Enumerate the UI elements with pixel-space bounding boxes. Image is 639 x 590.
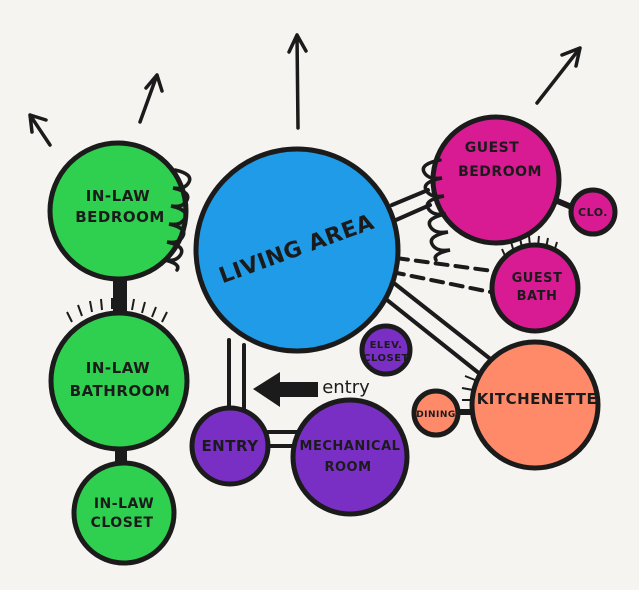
- hatch-guest-bath: [501, 235, 558, 259]
- dining-bubble: [411, 388, 461, 438]
- dining-label: DINING: [416, 410, 456, 420]
- hatch-kitchenette: [461, 375, 476, 413]
- elev-closet-label-2: CLOSET: [363, 353, 409, 364]
- coils: [164, 158, 451, 272]
- inlaw-bedroom-bubble: [47, 140, 189, 282]
- guest-bath-label-2: BATH: [517, 289, 558, 304]
- mechanical-room-label-1: MECHANICAL: [300, 439, 401, 454]
- closet-small-label: CLO.: [578, 206, 608, 219]
- kitchenette-bubble: [469, 339, 601, 471]
- entry-arrow-label: entry: [322, 377, 370, 398]
- bubbles: [47, 114, 618, 566]
- link-living-guestbed-b: [394, 203, 432, 222]
- arrow-upright: [535, 46, 582, 105]
- link-living-kitchen-a: [388, 278, 500, 367]
- living-area-bubble: [193, 146, 401, 354]
- link-living-guestbath-a: [394, 256, 502, 274]
- guest-bedroom-bubble: [430, 114, 562, 246]
- entry-arrow-shape: [253, 372, 318, 407]
- inlaw-closet-label-1: IN-LAW: [94, 496, 154, 512]
- link-living-guestbath-b: [390, 270, 502, 296]
- kitchenette-label: KITCHENETTE: [477, 390, 598, 408]
- arrow-upleft: [28, 113, 52, 147]
- entry-label: ENTRY: [201, 437, 259, 455]
- inlaw-bathroom-label-2: BATHROOM: [70, 382, 171, 400]
- guest-bath-label-1: GUEST: [512, 271, 563, 286]
- outward-arrows: [28, 33, 582, 147]
- link-bedroom-bathroom: [113, 278, 127, 312]
- arrow-upright-left: [138, 73, 164, 124]
- inlaw-bedroom-label-1: IN-LAW: [86, 187, 150, 205]
- elev-closet-label-1: ELEV.: [370, 340, 403, 351]
- coil-inlaw-living: [164, 168, 192, 272]
- guest-bath-bubble: [489, 242, 581, 334]
- hatches: [66, 235, 558, 413]
- mechanical-room-bubble: [290, 397, 410, 517]
- closet-small-bubble: [568, 187, 618, 237]
- entry-arrow: entry: [253, 372, 370, 407]
- link-living-kitchen-b: [380, 294, 487, 380]
- elev-closet-bubble: [359, 323, 413, 377]
- coil-guestbed-living: [421, 158, 451, 262]
- guest-bedroom-label-2: BEDROOM: [458, 164, 542, 180]
- arrow-up: [287, 33, 308, 130]
- inlaw-closet-bubble: [71, 460, 177, 566]
- inlaw-bathroom-label-1: IN-LAW: [86, 359, 150, 377]
- mechanical-room-label-2: ROOM: [324, 460, 371, 475]
- entry-bubble: [189, 405, 271, 487]
- inlaw-bedroom-label-2: BEDROOM: [75, 208, 165, 226]
- inlaw-closet-label-2: CLOSET: [91, 515, 154, 531]
- link-living-guestbed-a: [390, 188, 430, 207]
- inlaw-bathroom-bubble: [48, 310, 190, 452]
- guest-bedroom-label-1: GUEST: [465, 140, 520, 156]
- hatch-inlaw-bathroom: [66, 297, 168, 323]
